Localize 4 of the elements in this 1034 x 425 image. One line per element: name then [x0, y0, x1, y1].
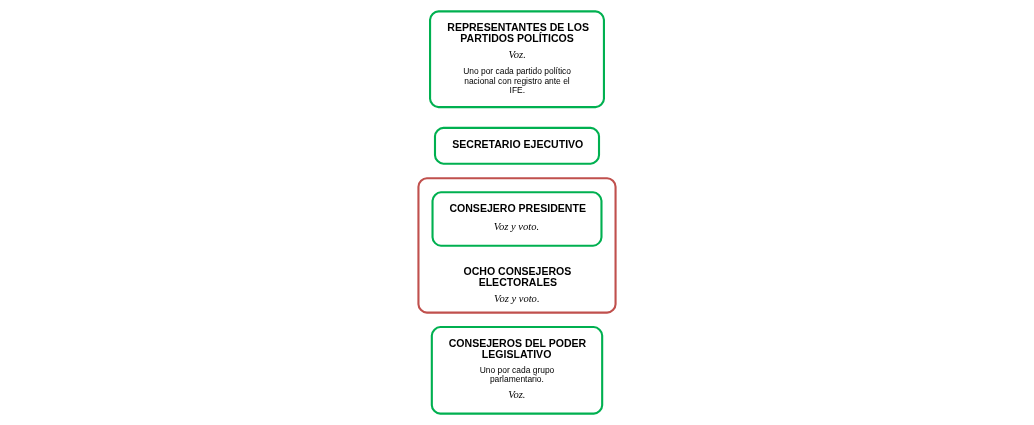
- node-box: SECRETARIO EJECUTIVO: [433, 126, 601, 165]
- node-box: REPRESENTANTES DE LOS PARTIDOS POLÍTICOS Voz. Uno por cada partido político nacional con registro ante el IFE.: [429, 10, 605, 109]
- node-box: CONSEJEROS DEL PODER LEGISLATIVO Uno por cada grupo parlamentario. Voz.: [430, 326, 604, 415]
- node-box: CONSEJERO PRESIDENTE Voz y voto.: [431, 191, 603, 247]
